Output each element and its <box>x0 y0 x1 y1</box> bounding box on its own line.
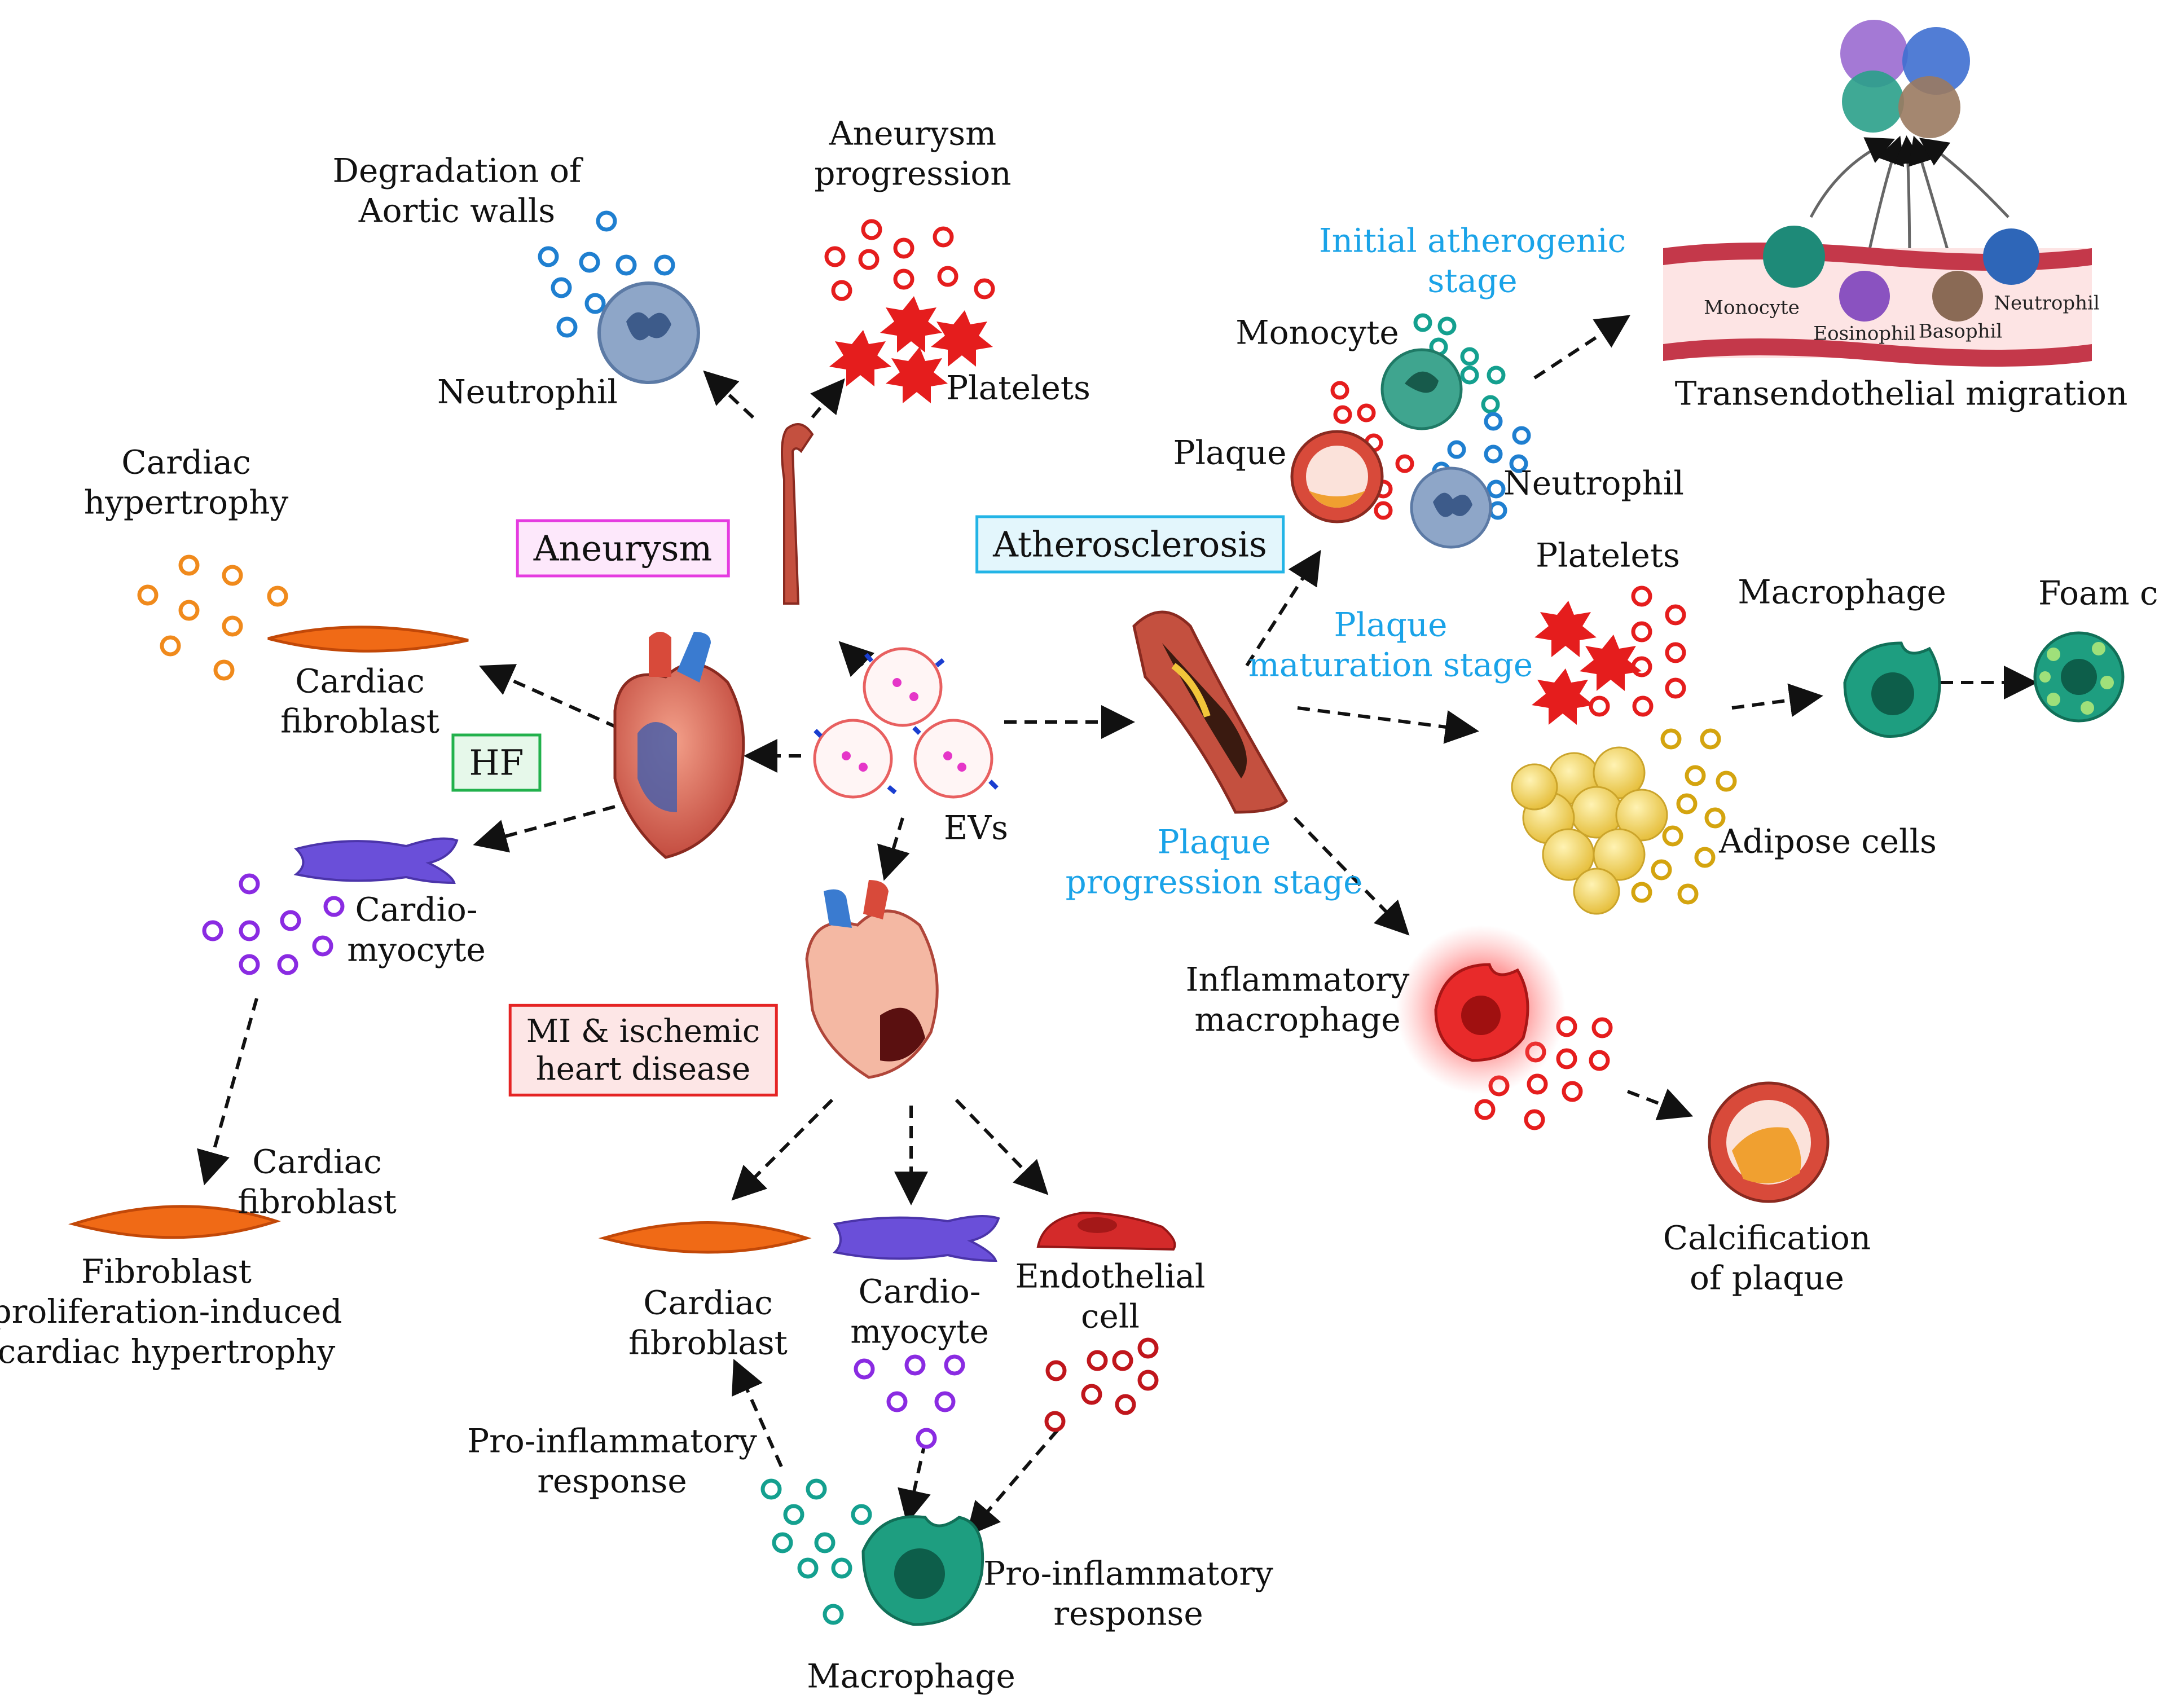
arrow-cardiomyocyte-to-fibroblast <box>197 998 258 1186</box>
label-platelets-aneurysm: Platelets <box>946 368 1091 407</box>
neutrophil-initial-cell <box>1410 466 1492 549</box>
cardiomyocyte-hf-cell <box>293 837 459 884</box>
vesicles-cardiomyocyte-hf <box>202 873 345 975</box>
cardiac-fibroblast-proliferation-cell <box>68 1205 282 1239</box>
plaque-initial-illustration <box>1290 430 1384 523</box>
heart-hf-illustration <box>613 632 745 859</box>
arrow-heart-to-fibroblast <box>479 664 619 729</box>
label-macrophage-maturation: Macrophage <box>1738 573 1946 611</box>
aorta-illustration <box>781 423 814 605</box>
label-evs: EVs <box>944 808 1008 847</box>
aneurysm-box: Aneurysm <box>516 519 730 578</box>
arrow-to-macrophage <box>1731 683 1823 717</box>
arrow-to-calcification <box>1626 1088 1694 1120</box>
arrows <box>197 315 2038 1537</box>
arrow-artery-to-initial-stage <box>1245 549 1321 667</box>
cardiac-fibroblast-hf-cell <box>267 626 469 653</box>
vesicles-platelets-aneurysm <box>824 219 995 301</box>
label-monocyte-initial: Monocyte <box>1235 313 1399 352</box>
arrow-artery-to-inflammatory-macrophage <box>1293 816 1410 936</box>
label-migration-monocyte: Monocyte <box>1704 296 1800 319</box>
mi-box-line2: heart disease <box>535 1051 751 1088</box>
neutrophil-aneurysm-cell <box>597 281 700 384</box>
arrow-to-neutrophil-aneurysm <box>703 370 755 419</box>
vesicles-cardiomyocyte-mi <box>854 1354 965 1449</box>
arrow-evs-to-mi-heart <box>877 817 910 881</box>
adipose-cells-illustration <box>1511 746 1668 915</box>
inflammatory-macrophage-cell <box>1396 925 1566 1094</box>
evs-illustration <box>813 647 999 799</box>
label-neutrophil-aneurysm: Neutrophil <box>437 372 618 411</box>
platelets-aneurysm-cells <box>829 296 993 403</box>
arrow-macrophage-to-fibroblast <box>732 1359 783 1468</box>
vesicles-cardiac-hypertrophy <box>137 554 288 681</box>
label-cardiomyocyte-hf: Cardio-myocyte <box>347 890 486 969</box>
migration-vessel-illustration <box>1663 20 2092 367</box>
foam-cell-illustration <box>2033 631 2125 723</box>
monocyte-initial-cell <box>1380 348 1463 430</box>
label-macrophage-mi: Macrophage <box>807 1657 1015 1696</box>
label-transendothelial-migration: Transendothelial migration <box>1674 374 2128 413</box>
label-plaque: Plaque <box>1173 433 1287 472</box>
endothelial-cell <box>1036 1211 1176 1251</box>
arrow-to-platelets-aneurysm <box>810 378 845 419</box>
mi-box-line1: MI & ischemic <box>526 1013 760 1050</box>
arrow-mi-to-endothelial <box>955 1098 1049 1195</box>
atherosclerosis-box: Atherosclerosis <box>975 515 1285 574</box>
label-migration-eosinophil: Eosinophil <box>1813 322 1916 345</box>
label-cardiomyocyte-mi: Cardio-myocyte <box>850 1272 989 1350</box>
vesicles-plaque-initial <box>1330 381 1414 520</box>
label-foam-cell: Foam cell <box>2038 574 2159 613</box>
label-adipose-cells: Adipose cells <box>1719 822 1937 861</box>
cardiac-fibroblast-mi-cell <box>598 1221 812 1254</box>
vesicles-endothelial-mi <box>1044 1337 1159 1432</box>
heart-mi-illustration <box>805 880 939 1079</box>
arrow-endothelial-to-macrophage <box>966 1429 1059 1537</box>
arrow-cardiomyocyte-to-macrophage <box>898 1441 931 1524</box>
macrophage-maturation-cell <box>1843 641 1941 738</box>
label-migration-neutrophil: Neutrophil <box>1994 292 2100 315</box>
arrow-heart-to-cardiomyocyte <box>473 805 615 853</box>
artery-atherosclerosis-illustration <box>1132 610 1289 814</box>
label-neutrophil-initial: Neutrophil <box>1503 464 1684 503</box>
arrow-mi-to-fibroblast <box>731 1098 834 1201</box>
mi-box: MI & ischemic heart disease <box>508 1003 778 1097</box>
vesicles-neutrophil-aneurysm <box>538 210 675 338</box>
arrow-to-migration <box>1533 315 1631 380</box>
calcification-plaque-illustration <box>1708 1081 1830 1203</box>
label-migration-basophil: Basophil <box>1918 320 2003 343</box>
hf-box: HF <box>451 733 542 792</box>
cardiomyocyte-mi-cell <box>832 1215 1000 1262</box>
label-platelets-maturation: Platelets <box>1536 536 1680 575</box>
vesicles-macrophage-mi <box>760 1478 872 1625</box>
arrow-artery-to-maturation <box>1297 706 1479 744</box>
macrophage-mi-cell <box>861 1515 984 1626</box>
vesicles-monocyte <box>1413 313 1506 414</box>
vesicles-adipose <box>1631 728 1737 905</box>
vesicles-platelets-maturation <box>1589 586 1686 717</box>
platelets-maturation-cells <box>1532 601 1642 725</box>
